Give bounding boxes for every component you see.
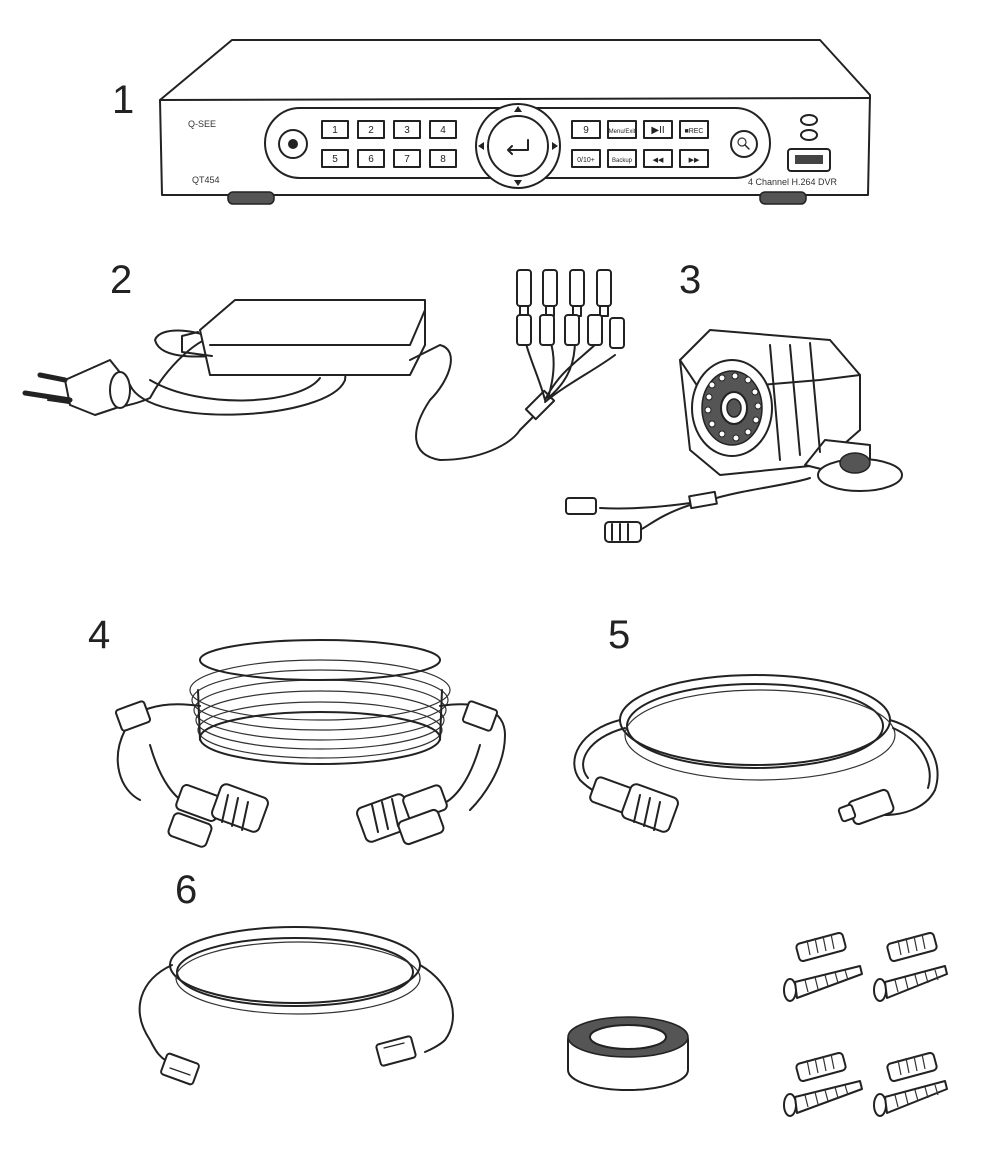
tape-roll [567,1016,689,1091]
key-0: 0/10+ [577,157,595,164]
item-number-6: 6 [175,868,197,912]
bnc-connector-right [356,784,448,846]
key-play: ▶II [651,125,664,136]
screw [873,1080,948,1117]
item-number-2: 2 [110,258,132,302]
wall-anchor [795,931,847,963]
power-adapter [22,269,625,461]
key-2: 2 [368,125,374,136]
keypad-left: 1 2 3 4 5 6 7 8 [321,120,457,168]
wall-anchor [886,1051,938,1083]
key-4: 4 [440,125,446,136]
key-rewind: ◀◀ [653,157,664,164]
screw [873,965,948,1002]
dvr-model: QT454 [192,175,220,185]
screw [783,965,863,1002]
rca-connectors [516,269,625,403]
key-7: 7 [404,154,410,165]
bnc-extension-cable [114,639,506,848]
bnc-connector-left [167,783,269,848]
led-indicator [800,114,818,126]
search-icon [730,130,758,158]
network-cable [138,926,454,1086]
key-backup: Backup [612,158,633,164]
key-8: 8 [440,154,446,165]
dvr-brand: Q-SEE [188,119,216,129]
item-number-3: 3 [679,258,701,302]
dvr-caption: 4 Channel H.264 DVR [748,177,838,187]
direction-pad [475,103,561,189]
plug-icon [22,359,131,416]
key-6: 6 [368,154,374,165]
item-number-5: 5 [608,613,630,657]
key-9: 9 [583,125,589,136]
key-5: 5 [332,154,338,165]
key-rec: ■REC [684,128,703,135]
dvr-unit: Q-SEE QT454 4 Channel H.264 DVR 1 2 3 4 … [159,39,871,205]
key-1: 1 [332,125,338,136]
wall-anchor [795,1051,847,1083]
screws-and-anchors [783,931,948,1117]
item-number-1: 1 [112,78,134,122]
key-forward: ▶▶ [689,157,700,164]
bullet-camera [565,329,903,543]
keypad-right: 9 Menu/Exit ▶II ■REC 0/10+ Backup ◀◀ ▶▶ [571,120,709,168]
screw [783,1080,863,1117]
key-menu: Menu/Exit [609,129,636,135]
key-3: 3 [404,125,410,136]
wall-anchor [886,931,938,963]
bnc-rca-cable [573,674,939,833]
item-number-4: 4 [88,613,110,657]
enter-icon [507,139,529,155]
